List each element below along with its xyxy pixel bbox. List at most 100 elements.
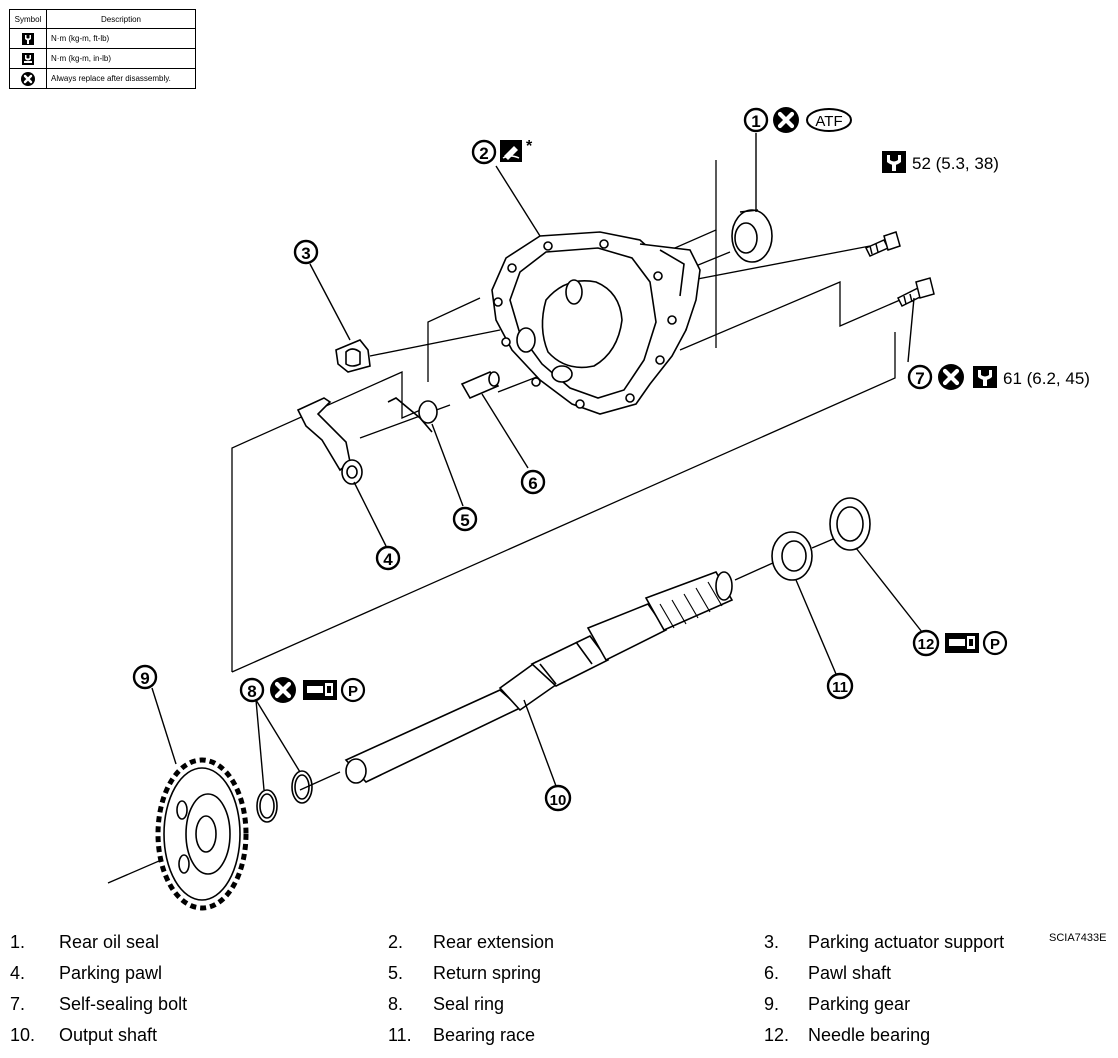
callout-5: 5	[452, 506, 478, 532]
replace-x-icon	[270, 677, 296, 703]
callout-1-label: 1	[751, 112, 760, 131]
parts-row: 4. Parking pawl 5. Return spring 6. Pawl…	[0, 963, 1118, 991]
atf-badge: ATF	[806, 108, 852, 132]
legend-description: Always replace after disassembly.	[46, 68, 196, 89]
leader-line	[651, 160, 717, 259]
legend-row: N·m (kg-m, in-lb)	[9, 48, 196, 69]
leader-line	[231, 332, 896, 673]
callout-1: 1	[743, 107, 769, 133]
rear-oil-seal-part	[731, 209, 773, 263]
callout-9: 9	[132, 664, 158, 690]
replace-x-icon	[773, 107, 799, 133]
part-number: 10.	[10, 1025, 36, 1045]
needle-bearing-part	[829, 497, 871, 551]
callout-12: 12	[912, 629, 940, 657]
callout-5-label: 5	[460, 511, 469, 530]
rear-extension-part	[491, 231, 701, 415]
part-name: Return spring	[433, 963, 542, 983]
callout-3-label: 3	[301, 244, 310, 263]
part-number: 9.	[764, 994, 780, 1014]
petroleum-jelly-badge: P	[982, 630, 1008, 656]
torque-wrench-icon	[22, 32, 34, 45]
part-name: Rear extension	[433, 932, 555, 952]
parts-row: 7. Self-sealing bolt 8. Seal ring 9. Par…	[0, 994, 1118, 1022]
symbol-legend-table: Symbol Description N·m (kg-m, ft-lb) N·m…	[9, 9, 196, 89]
part-number: 3.	[764, 932, 780, 952]
legend-row: Always replace after disassembly.	[9, 68, 196, 89]
output-shaft-part	[344, 571, 734, 784]
pawl-shaft-part	[460, 370, 500, 400]
callout-11: 11	[826, 672, 854, 700]
leader-line	[427, 297, 481, 382]
callout-6: 6	[520, 469, 546, 495]
replace-x-icon	[21, 71, 35, 86]
callout-10-label: 10	[550, 792, 567, 809]
parking-pawl-part	[296, 397, 363, 485]
axis-line	[734, 561, 776, 581]
part-number: 4.	[10, 963, 26, 983]
sealant-icon	[500, 140, 522, 162]
torque-wrench-small-icon	[22, 52, 34, 65]
leader-line	[369, 329, 501, 357]
part-number: 11.	[388, 1025, 412, 1045]
part-name: Output shaft	[59, 1025, 158, 1045]
callout-leaders	[151, 133, 923, 791]
p-letter: P	[348, 683, 358, 700]
part-number: 12.	[764, 1025, 790, 1045]
part-number: 6.	[764, 963, 780, 983]
callout-7: 7	[907, 364, 933, 390]
bearing-race-part	[771, 531, 813, 581]
grease-icon	[945, 633, 979, 653]
callout-4: 4	[375, 545, 401, 571]
part-name: Self-sealing bolt	[59, 994, 188, 1014]
callout-6-label: 6	[528, 474, 537, 493]
part-name: Bearing race	[433, 1025, 536, 1045]
torque-wrench-icon	[882, 151, 906, 173]
callout-9-label: 9	[140, 669, 149, 688]
callout-8-label: 8	[247, 682, 256, 701]
parking-actuator-support-part	[335, 339, 371, 373]
self-sealing-bolt-part	[864, 231, 901, 257]
callout-2-label: 2	[479, 144, 488, 163]
callout-12-label: 12	[918, 636, 935, 653]
leader-line	[679, 281, 901, 351]
seal-ring-part	[256, 770, 313, 823]
part-name: Parking actuator support	[808, 932, 1005, 952]
p-letter: P	[990, 636, 1000, 653]
part-name: Seal ring	[433, 994, 505, 1014]
callout-7-label: 7	[915, 369, 924, 388]
replace-x-icon	[938, 364, 964, 390]
grease-icon	[303, 680, 337, 700]
part-number: 7.	[10, 994, 26, 1014]
exploded-view-diagram: 1 ATF 2 * 3 4 5 6	[107, 0, 1090, 911]
part-number: 1.	[10, 932, 26, 952]
parking-gear-part	[155, 757, 249, 911]
torque-wrench-icon	[973, 366, 997, 388]
petroleum-jelly-badge: P	[340, 677, 366, 703]
torque-61-label: 61 (6.2, 45)	[1003, 369, 1090, 388]
atf-label: ATF	[815, 113, 842, 130]
leader-line	[231, 370, 433, 672]
torque-52-label: 52 (5.3, 38)	[912, 154, 999, 173]
part-name: Parking gear	[808, 994, 911, 1014]
callout-11-label: 11	[832, 679, 848, 696]
callout-8: 8	[239, 677, 265, 703]
parts-row: 10. Output shaft 11. Bearing race 12. Ne…	[0, 1025, 1118, 1053]
callout-10: 10	[544, 784, 572, 812]
part-name: Rear oil seal	[59, 932, 160, 952]
callout-3: 3	[293, 239, 319, 265]
star-mark: *	[526, 138, 533, 155]
parts-row: 1. Rear oil seal 2. Rear extension 3. Pa…	[0, 932, 1118, 960]
callout-4-label: 4	[383, 550, 393, 569]
part-name: Needle bearing	[808, 1025, 931, 1045]
part-number: 5.	[388, 963, 404, 983]
part-number: 2.	[388, 932, 404, 952]
image-code: SCIA7433E	[1049, 932, 1107, 944]
part-name: Parking pawl	[59, 963, 163, 983]
callout-2: 2	[471, 139, 497, 165]
self-sealing-bolt-part	[896, 277, 935, 308]
axis-line	[299, 771, 341, 791]
part-name: Pawl shaft	[808, 963, 892, 983]
callout-numbers: 1 ATF 2 * 3 4 5 6	[132, 107, 1090, 812]
part-number: 8.	[388, 994, 404, 1014]
